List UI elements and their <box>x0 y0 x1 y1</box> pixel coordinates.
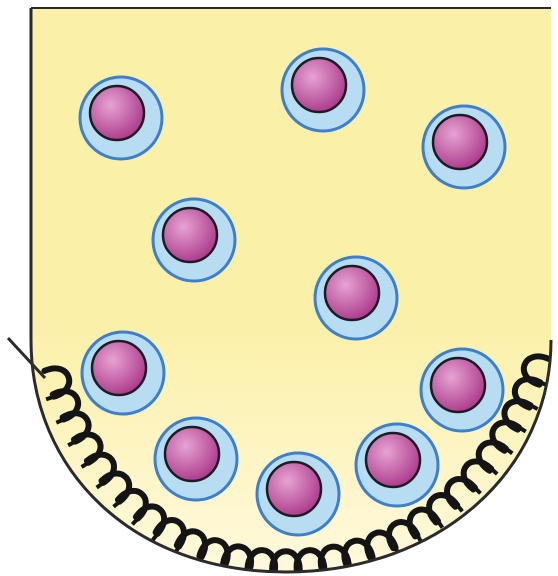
nucleus-icon <box>90 86 144 140</box>
nucleus-icon <box>325 266 379 320</box>
cell-icon <box>356 424 438 506</box>
cell-icon <box>155 418 237 500</box>
nucleus-icon <box>433 115 487 169</box>
cell-icon <box>82 332 164 414</box>
nucleus-icon <box>366 433 420 487</box>
cell-icon <box>80 77 162 159</box>
cell-icon <box>421 349 503 431</box>
cell-icon <box>282 49 364 131</box>
cell-icon <box>257 453 339 535</box>
cell-icon <box>423 106 505 188</box>
nucleus-icon <box>163 208 217 262</box>
nucleus-icon <box>92 341 146 395</box>
cell-icon <box>153 199 235 281</box>
nucleus-icon <box>292 58 346 112</box>
nucleus-icon <box>165 427 219 481</box>
cell-icon <box>315 257 397 339</box>
nucleus-icon <box>431 358 485 412</box>
nucleus-icon <box>267 462 321 516</box>
